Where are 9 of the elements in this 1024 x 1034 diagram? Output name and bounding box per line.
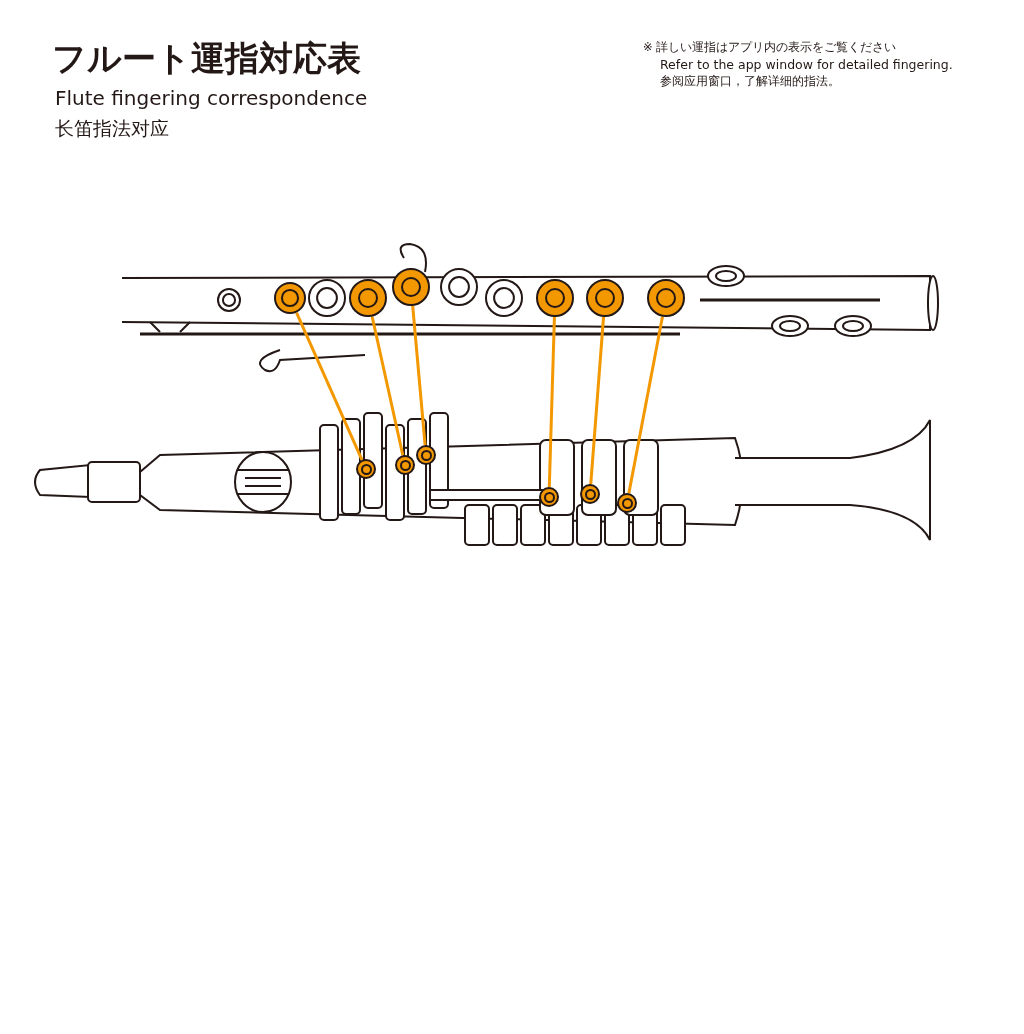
subtitle: Flute fingering correspondence	[55, 86, 368, 110]
title: フルート運指対応表	[52, 37, 361, 80]
connector-line	[627, 316, 664, 494]
connector-line	[547, 316, 556, 488]
connector-line	[589, 316, 606, 485]
note: Refer to the app window for detailed fingering.	[660, 57, 953, 72]
subtitle: 长笛指法对应	[55, 116, 169, 141]
note: 参阅应用窗口，了解详细的指法。	[660, 74, 840, 89]
note: ※ 詳しい運指はアプリ内の表示をご覧ください	[643, 40, 897, 55]
